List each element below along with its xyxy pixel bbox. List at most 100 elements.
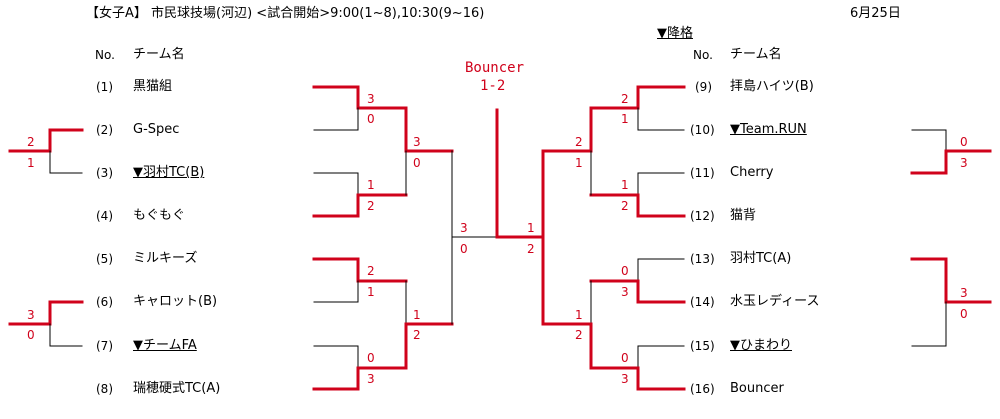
score: 3 bbox=[413, 135, 421, 149]
team-no: (8) bbox=[96, 382, 113, 396]
team-name: ミルキーズ bbox=[133, 251, 198, 266]
left-team-header: チーム名 bbox=[133, 47, 185, 62]
win-path bbox=[312, 85, 408, 110]
score: 2 bbox=[575, 328, 583, 342]
lose-path bbox=[637, 107, 685, 131]
score: 1 bbox=[575, 156, 583, 170]
playoff-win-path bbox=[8, 300, 84, 326]
team-name: もぐもぐ bbox=[133, 208, 186, 223]
final-win-path bbox=[495, 108, 545, 239]
team-no: (6) bbox=[96, 295, 113, 309]
score: 1 bbox=[367, 285, 375, 299]
score: 1 bbox=[575, 308, 583, 322]
score: 3 bbox=[460, 221, 468, 235]
score: 0 bbox=[960, 135, 968, 149]
lose-path bbox=[313, 345, 359, 369]
playoff-lose-path bbox=[49, 323, 83, 347]
score: 1 bbox=[621, 112, 629, 126]
win-path bbox=[312, 366, 408, 391]
score: 0 bbox=[27, 328, 35, 342]
score: 3 bbox=[621, 285, 629, 299]
team-no: (7) bbox=[96, 339, 113, 353]
score: 3 bbox=[367, 92, 375, 106]
score: 3 bbox=[960, 156, 968, 170]
score: 3 bbox=[27, 308, 35, 322]
final-winner: Bouncer bbox=[465, 60, 525, 76]
score: 0 bbox=[460, 242, 468, 256]
team-name: ▼ひまわり bbox=[730, 338, 792, 353]
playoff-lose-path bbox=[911, 301, 947, 347]
score: 3 bbox=[367, 372, 375, 386]
win-path bbox=[404, 322, 454, 370]
team-no: (15) bbox=[690, 339, 715, 353]
team-name: Cherry bbox=[730, 165, 774, 180]
win-path bbox=[589, 193, 686, 218]
page-title: 【女子A】 市民球技場(河辺) <試合開始>9:00(1~8),10:30(9~… bbox=[86, 6, 485, 21]
score: 3 bbox=[960, 286, 968, 300]
team-name: 拝島ハイツ(B) bbox=[730, 79, 814, 94]
team-name: G-Spec bbox=[133, 122, 180, 137]
lose-path bbox=[637, 345, 685, 369]
win-path bbox=[312, 257, 408, 283]
score: 0 bbox=[621, 351, 629, 365]
score: 0 bbox=[413, 156, 421, 170]
team-no: (16) bbox=[690, 382, 715, 396]
lose-path bbox=[451, 150, 498, 238]
team-no: (11) bbox=[690, 166, 715, 180]
lose-path bbox=[313, 172, 359, 196]
team-name: ▼チームFA bbox=[133, 338, 197, 353]
score: 2 bbox=[27, 135, 35, 149]
win-path bbox=[541, 106, 593, 153]
score: 1 bbox=[621, 178, 629, 192]
win-path bbox=[589, 366, 686, 391]
team-name: 水玉レディース bbox=[730, 294, 820, 309]
score: 0 bbox=[960, 307, 968, 321]
win-path bbox=[589, 279, 686, 304]
lose-path bbox=[313, 280, 359, 303]
score: 2 bbox=[367, 199, 375, 213]
team-no: (10) bbox=[690, 123, 715, 137]
score: 1 bbox=[413, 308, 421, 322]
playoff-win-path bbox=[8, 128, 84, 153]
score: 2 bbox=[413, 328, 421, 342]
right-no-header: No. bbox=[693, 48, 713, 62]
team-no: (3) bbox=[96, 166, 113, 180]
team-no: (4) bbox=[96, 209, 113, 223]
score: 2 bbox=[621, 199, 629, 213]
score: 3 bbox=[621, 372, 629, 386]
team-no: (14) bbox=[690, 295, 715, 309]
team-no: (12) bbox=[690, 209, 715, 223]
score: 1 bbox=[27, 156, 35, 170]
score: 2 bbox=[527, 242, 535, 256]
team-name: キャロット(B) bbox=[133, 294, 218, 309]
team-name: 猫背 bbox=[730, 208, 757, 223]
win-path bbox=[589, 85, 686, 110]
score: 0 bbox=[367, 351, 375, 365]
relegation-label: ▼降格 bbox=[657, 26, 693, 41]
playoff-win-path bbox=[910, 257, 992, 304]
playoff-lose-path bbox=[49, 150, 83, 174]
score: 1 bbox=[527, 221, 535, 235]
score: 2 bbox=[621, 92, 629, 106]
team-name: ▼羽村TC(B) bbox=[133, 165, 205, 180]
team-no: (5) bbox=[96, 252, 113, 266]
playoff-lose-path bbox=[911, 129, 947, 152]
final-score: 1-2 bbox=[480, 78, 506, 94]
win-path bbox=[312, 193, 408, 218]
team-no: (13) bbox=[690, 252, 715, 266]
team-name: 黒猫組 bbox=[133, 79, 173, 94]
right-team-header: チーム名 bbox=[730, 47, 782, 62]
score: 2 bbox=[367, 264, 375, 278]
score: 0 bbox=[367, 112, 375, 126]
win-path bbox=[541, 322, 593, 370]
date-label: 6月25日 bbox=[850, 6, 901, 21]
lose-path bbox=[637, 172, 685, 196]
team-no: (1) bbox=[96, 80, 113, 94]
team-no: (9) bbox=[695, 80, 712, 94]
left-no-header: No. bbox=[95, 48, 115, 62]
team-name: 瑞穂硬式TC(A) bbox=[133, 381, 221, 396]
team-name: Bouncer bbox=[730, 381, 784, 396]
score: 0 bbox=[621, 264, 629, 278]
lose-path bbox=[313, 107, 359, 131]
